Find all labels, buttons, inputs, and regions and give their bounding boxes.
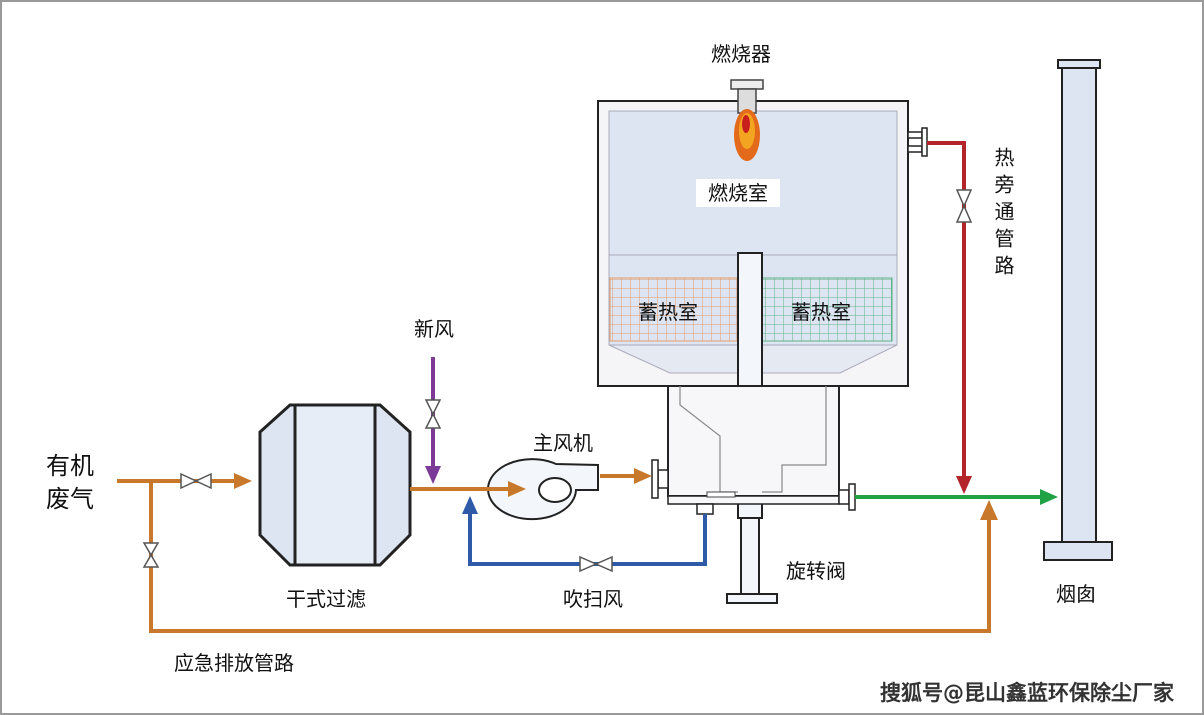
burner-label: 燃烧器 [711,42,771,66]
regenerator-right-label: 蓄热室 [791,300,851,324]
combustion-chamber-label: 燃烧室 [696,179,780,207]
emergency-valve-icon [142,542,160,557]
fresh-air-label: 新风 [414,317,454,341]
blue-purge-pipe [468,512,707,566]
purge-air-label: 吹扫风 [563,587,623,611]
red-bypass-pipe [927,141,966,480]
regenerator-left-label: 蓄热室 [638,300,698,324]
regenerator-right-grid [761,277,893,342]
watermark: 搜狐号@昆山鑫蓝环保除尘厂家 [880,681,1174,705]
rotary-valve-body [651,385,856,604]
emergency-pipe-label: 应急排放管路 [174,651,294,675]
fresh-air-valve-icon [424,399,442,416]
rto-vessel [597,79,928,519]
chimney-shape [1043,59,1113,561]
main-fan-shape [487,458,599,521]
inlet-valve-icon [180,472,198,490]
chimney-label: 烟囱 [1056,582,1096,606]
regenerator-left-grid [609,277,738,342]
purge-valve-icon [579,555,598,573]
rotary-valve-label: 旋转阀 [786,559,846,583]
hot-bypass-label: 热旁通管路 [991,147,1015,282]
main-fan-label: 主风机 [533,431,593,455]
dry-filter-shape [258,403,412,567]
bypass-valve-icon [955,189,973,208]
organic-waste-gas-label: 有机 废气 [46,452,94,513]
dry-filter-label: 干式过滤 [286,587,366,611]
